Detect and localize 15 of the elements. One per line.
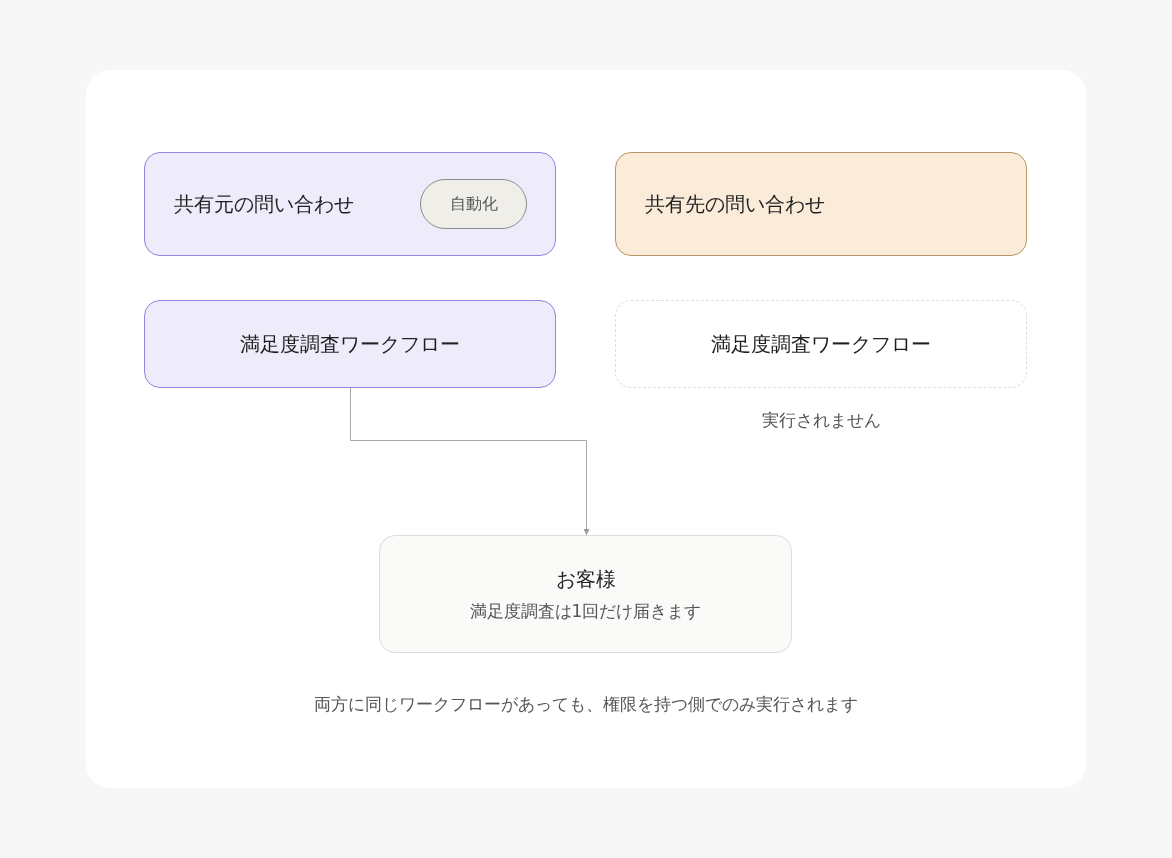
box-title: 共有先の問い合わせ	[645, 191, 825, 217]
box-subtitle: 満足度調査は1回だけ届きます	[469, 600, 702, 622]
status-pill: 自動化	[420, 179, 527, 229]
box-title: 満足度調査ワークフロー	[240, 331, 460, 357]
connector-arrow	[350, 387, 590, 536]
inquiry-box	[144, 152, 556, 256]
box-title: 共有元の問い合わせ	[174, 191, 354, 217]
workflow-box	[615, 300, 1027, 388]
footnote-text: 両方に同じワークフローがあっても、権限を持つ側でのみ実行されます	[314, 693, 858, 715]
customer-box	[379, 535, 792, 653]
box-title: 満足度調査ワークフロー	[711, 331, 931, 357]
inquiry-box	[615, 152, 1027, 256]
box-title: お客様	[555, 566, 616, 592]
workflow-box	[144, 300, 556, 388]
status-note: 実行されません	[761, 409, 881, 431]
